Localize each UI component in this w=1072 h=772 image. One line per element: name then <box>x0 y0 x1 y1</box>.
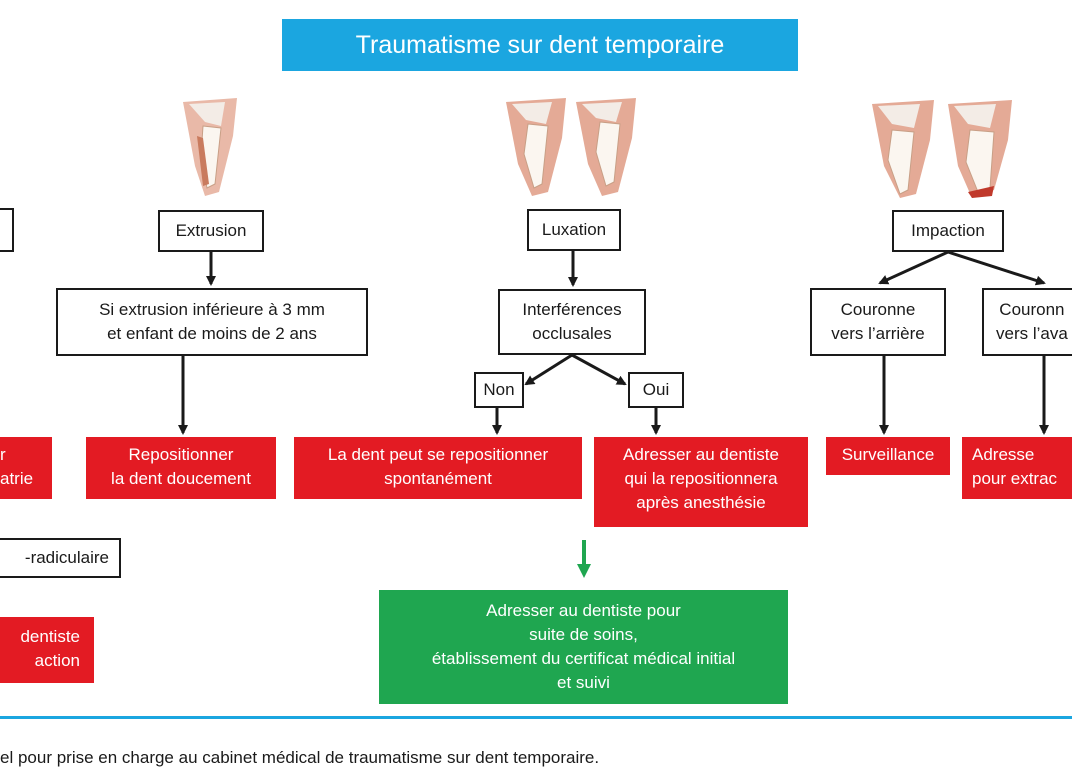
tooth-extrusion-icon <box>183 98 237 196</box>
final-action: Adresser au dentiste pour suite de soins… <box>379 590 788 704</box>
tooth-impaction-icon <box>872 100 1012 198</box>
luxation-no-node: Non <box>474 372 524 408</box>
left-partial-action-top: r atrie <box>0 437 52 499</box>
luxation-node: Luxation <box>527 209 621 251</box>
tooth-luxation-icon <box>506 98 636 196</box>
left-partial-node <box>0 208 14 252</box>
impaction-node: Impaction <box>892 210 1004 252</box>
divider-top <box>0 716 1072 719</box>
luxation-yes-action: Adresser au dentiste qui la repositionne… <box>594 437 808 527</box>
occlusal-interference-node: Interférences occlusales <box>498 289 646 355</box>
crown-front-node: Couronn vers l’ava <box>982 288 1072 356</box>
left-partial-action-bottom: dentiste action <box>0 617 94 683</box>
extrusion-condition-node: Si extrusion inférieure à 3 mm et enfant… <box>56 288 368 356</box>
crown-back-action: Surveillance <box>826 437 950 475</box>
extrusion-node: Extrusion <box>158 210 264 252</box>
left-partial-radicular-node: -radiculaire <box>0 538 121 578</box>
extrusion-action: Repositionner la dent doucement <box>86 437 276 499</box>
crown-back-node: Couronne vers l’arrière <box>810 288 946 356</box>
luxation-no-action: La dent peut se repositionner spontanéme… <box>294 437 582 499</box>
luxation-yes-node: Oui <box>628 372 684 408</box>
diagram-title: Traumatisme sur dent temporaire <box>282 19 798 71</box>
figure-caption: el pour prise en charge au cabinet médic… <box>0 748 600 767</box>
crown-front-action: Adresse pour extrac <box>962 437 1072 499</box>
